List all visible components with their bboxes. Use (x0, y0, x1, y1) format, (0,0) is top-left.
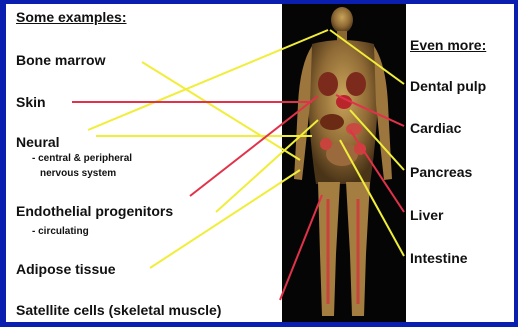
adipose-line (150, 170, 300, 268)
cardiac-line (336, 95, 404, 126)
label-skin: Skin (16, 94, 46, 110)
label-neural-sub-2: nervous system (40, 168, 116, 179)
label-endothelial-sub: - circulating (32, 226, 89, 237)
header-even-more: Even more: (410, 37, 486, 53)
label-dental-pulp: Dental pulp (410, 78, 486, 94)
label-cardiac: Cardiac (410, 120, 461, 136)
bone-marrow-line (142, 62, 300, 160)
label-intestine: Intestine (410, 250, 468, 266)
label-adipose-tissue: Adipose tissue (16, 261, 116, 277)
pancreas-line (350, 110, 404, 170)
label-liver: Liver (410, 207, 443, 223)
label-neural: Neural (16, 134, 60, 150)
label-satellite-cells: Satellite cells (skeletal muscle) (16, 302, 221, 318)
header-some-examples: Some examples: (16, 9, 127, 25)
satellite-cells-line (280, 195, 322, 300)
dental-pulp-line (330, 30, 404, 84)
endothelial-line (216, 120, 318, 212)
endothelial-red-line (190, 96, 318, 196)
label-pancreas: Pancreas (410, 164, 472, 180)
neural-line-head (88, 30, 328, 130)
label-neural-sub-1: - central & peripheral (32, 153, 132, 164)
label-bone-marrow: Bone marrow (16, 52, 105, 68)
label-endothelial-progenitors: Endothelial progenitors (16, 203, 173, 219)
